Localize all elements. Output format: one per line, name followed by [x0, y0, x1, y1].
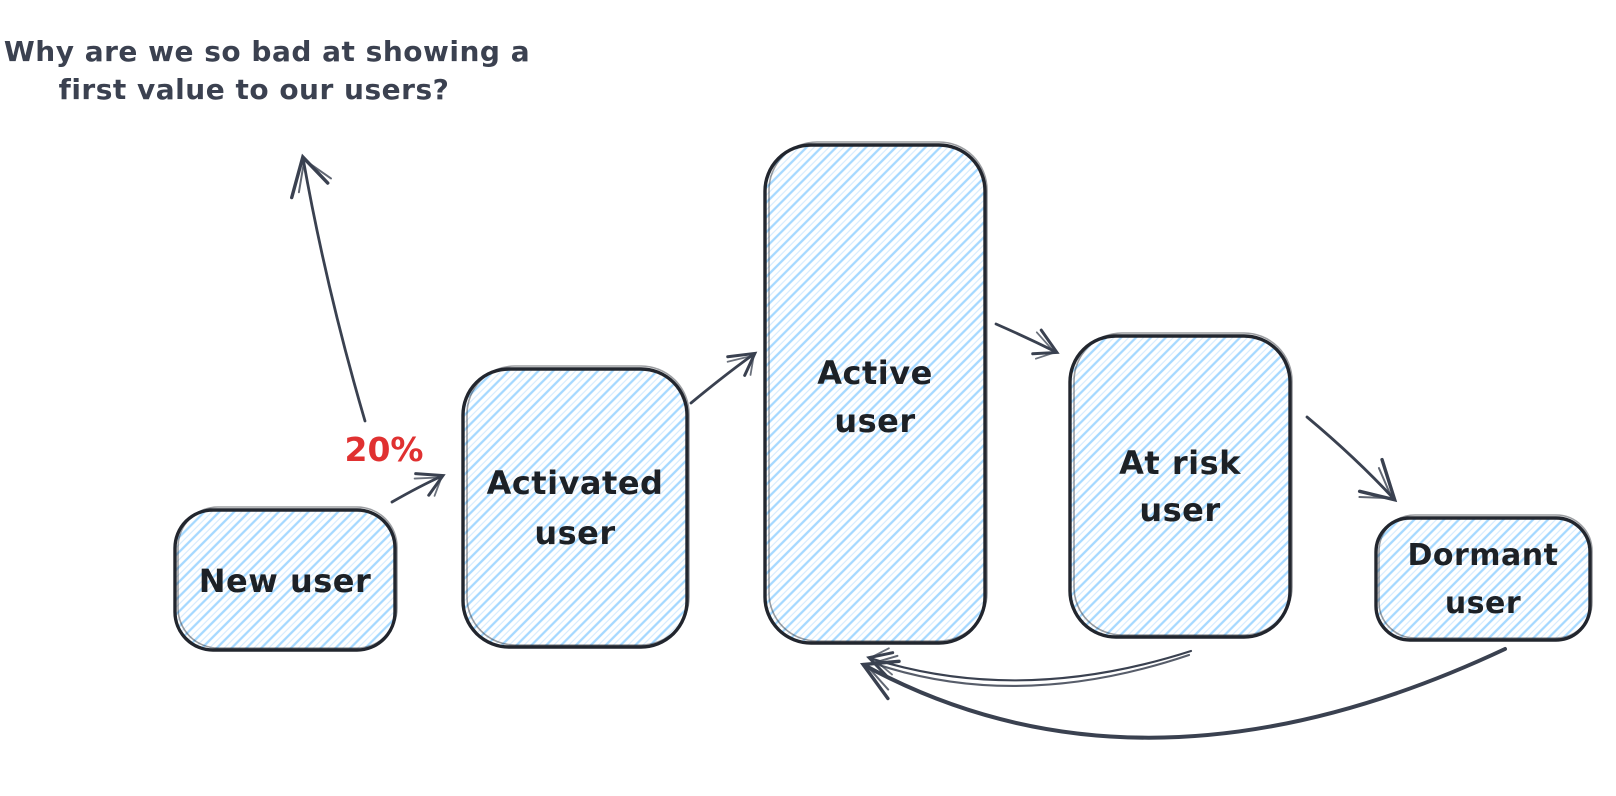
- stage-new-user: New user: [173, 506, 398, 652]
- arrow-new-to-activated: [390, 472, 446, 504]
- stage-label: Dormant: [1407, 538, 1558, 573]
- stage-label: user: [1139, 491, 1220, 529]
- stage-active-user: Active user: [763, 141, 988, 645]
- arrow-active-to-atrisk: [994, 322, 1060, 360]
- stage-label: New user: [199, 562, 372, 600]
- arrow-activated-to-active: [689, 351, 758, 405]
- stage-label: user: [1445, 586, 1521, 621]
- annotation-line-1: Why are we so bad at showing a: [4, 35, 530, 68]
- stage-label: user: [834, 402, 915, 440]
- arrow-dormant-return: [859, 647, 1507, 740]
- stage-at-risk-user: At risk user: [1068, 332, 1293, 639]
- stage-dormant-user: Dormant user: [1374, 514, 1593, 642]
- arrow-atrisk-return-sketch: [874, 653, 1191, 687]
- stage-label: Activated: [487, 464, 664, 502]
- stage-label: user: [534, 514, 615, 552]
- conversion-rate-label: 20%: [345, 430, 424, 469]
- arrow-atrisk-return: [866, 647, 1193, 682]
- annotation-line-2: first value to our users?: [59, 73, 450, 106]
- stage-label: Active: [817, 354, 933, 392]
- arrow-atrisk-to-dormant: [1305, 415, 1398, 503]
- stage-label: At risk: [1119, 444, 1241, 482]
- annotation-question: Why are we so bad at showing a first val…: [4, 35, 530, 106]
- stage-activated-user: Activated user: [461, 365, 690, 649]
- arrow-annotation: [290, 153, 367, 423]
